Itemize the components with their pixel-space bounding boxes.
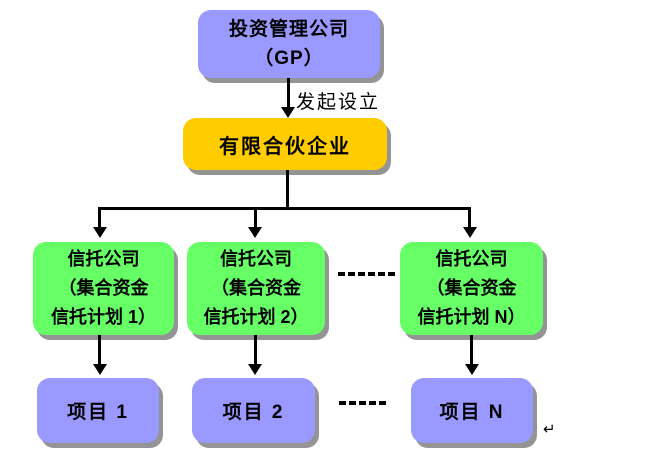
trustn-line1: 信托公司: [435, 249, 508, 269]
node-investment-management-company: 投资管理公司 （GP）: [198, 10, 380, 78]
ellipsis-dashes-project-row: [339, 401, 389, 405]
trust1-line1: 信托公司: [67, 249, 140, 269]
node-trust-company-2: 信托公司 （集合资金 信托计划 2）: [187, 242, 325, 335]
arrowhead-gp-to-partnership: [281, 107, 295, 118]
trust1-line3: 信托计划 1）: [50, 307, 156, 327]
node-project-1: 项目 1: [37, 378, 159, 443]
connector-trust1-project1: [98, 335, 101, 366]
project1-label: 项目 1: [67, 402, 129, 423]
edge-label-establish: 发起设立: [296, 92, 381, 113]
trust1-line2: （集合资金: [58, 278, 149, 298]
node-trust-company-n: 信托公司 （集合资金 信托计划 N）: [400, 242, 543, 335]
gp-label-line1: 投资管理公司: [228, 19, 349, 40]
connector-gp-to-partnership: [287, 78, 290, 109]
arrowhead-trust-n: [463, 227, 477, 238]
trustn-line2: （集合资金: [426, 278, 517, 298]
connector-drop-trust-n: [468, 207, 471, 229]
partnership-label: 有限合伙企业: [219, 135, 351, 158]
node-trust-company-1: 信托公司 （集合资金 信托计划 1）: [33, 242, 174, 335]
connector-trust2-project2: [254, 335, 257, 366]
arrowhead-trust-2: [248, 227, 262, 238]
trustn-line3: 信托计划 N）: [417, 307, 526, 327]
connector-drop-trust-1: [98, 207, 101, 229]
trust2-line1: 信托公司: [220, 249, 292, 269]
arrowhead-project-n: [465, 364, 479, 375]
connector-trustn-projectn: [470, 335, 473, 366]
arrowhead-project-2: [248, 364, 262, 375]
arrowhead-project-1: [93, 364, 107, 375]
projectn-label: 项目 N: [439, 402, 505, 423]
trust2-line2: （集合资金: [211, 278, 301, 298]
node-project-n: 项目 N: [411, 378, 533, 443]
node-project-2: 项目 2: [192, 378, 315, 443]
arrowhead-trust-1: [93, 227, 107, 238]
connector-branch-bar: [98, 207, 471, 210]
ellipsis-dashes-trust-row: [338, 272, 396, 276]
node-limited-partnership: 有限合伙企业: [183, 118, 387, 170]
gp-label-line2: （GP）: [254, 48, 324, 69]
line-break-mark-icon: ↵: [543, 420, 556, 438]
project2-label: 项目 2: [222, 402, 285, 423]
connector-drop-trust-2: [254, 207, 257, 229]
trust2-line3: 信托计划 2）: [203, 307, 309, 327]
connector-partnership-feeder: [286, 170, 289, 209]
